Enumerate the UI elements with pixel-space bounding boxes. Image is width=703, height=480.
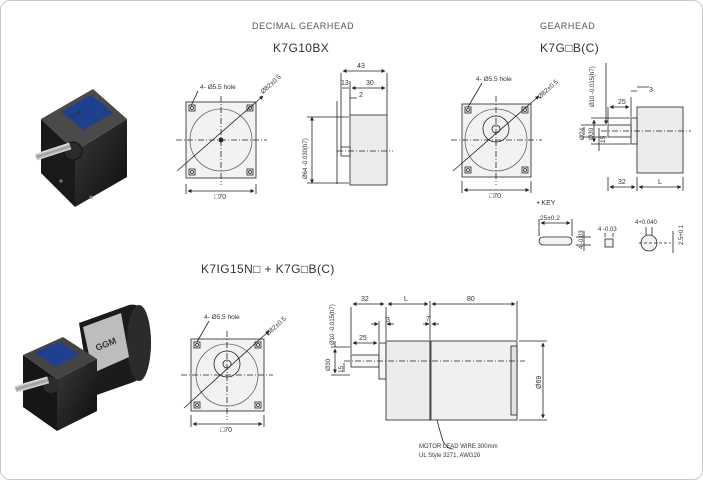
gearhead-model-label: K7G□B(C) <box>540 41 600 55</box>
gearhead-heading: GEARHEAD <box>540 21 596 31</box>
gearhead-square-label: □70 <box>489 193 501 200</box>
motor-dim-69: Ø69 <box>536 376 543 389</box>
decimal-dim-43: 43 <box>357 63 365 70</box>
gearhead-dim-24: Ø24 <box>579 127 586 140</box>
gearhead-dim-30: Ø30 <box>588 127 595 140</box>
gearhead-hole-label: 4- Ø5.5 hole <box>476 76 512 83</box>
key-heading: • KEY <box>537 200 556 207</box>
motor-dim-15: 15 <box>338 365 345 373</box>
motor-shaft-label: Ø10 -0.015(h7) <box>330 304 336 345</box>
decimal-gearhead-heading: DECIMAL GEARHEAD <box>252 21 355 31</box>
decimal-dim-2: 2 <box>359 92 363 99</box>
gearhead-shaft-label: Ø10 -0.015(h7) <box>590 66 596 107</box>
geared-motor-photo: GGM <box>14 304 151 431</box>
gearhead-dim-15: 15 <box>600 135 607 143</box>
gearhead-front-view <box>451 82 542 193</box>
decimal-square-label: □70 <box>214 194 226 201</box>
svg-text:GGM: GGM <box>69 110 82 121</box>
motor-dim-3: 3 <box>386 317 390 324</box>
motor-dim-25: 25 <box>359 335 367 342</box>
motor-wire-spec-label: UL Style 3271, AWG20 <box>419 453 481 459</box>
motor-dim-l: L <box>404 296 408 303</box>
decimal-gearhead-side-view <box>307 69 393 186</box>
decimal-gearhead-front-view <box>176 90 267 194</box>
gearhead-pcd-label: Ø82±0.5 <box>537 78 560 100</box>
motor-combo-model-label: K7IG15N□ + K7G□B(C) <box>201 262 335 276</box>
key-details <box>538 219 674 253</box>
decimal-dim-30: 30 <box>366 80 374 87</box>
motor-hole-label: 4- Ø5.5 hole <box>204 314 240 321</box>
gearhead-dim-3: 3 <box>649 87 653 94</box>
decimal-dim-13: 13 <box>341 80 349 87</box>
motor-dim-30: Ø30 <box>325 358 332 371</box>
gearhead-dim-25: 25 <box>618 99 626 106</box>
motor-square-label: □70 <box>220 427 232 434</box>
key-slot-depth-label: 2.5+0.1 <box>679 224 685 245</box>
motor-pcd-label: Ø82±0.5 <box>265 315 288 337</box>
motor-combo-front-view <box>181 320 273 427</box>
gearhead-side-view <box>581 63 691 191</box>
gearhead-dim-l: L <box>658 179 662 186</box>
motor-dim-80: 80 <box>467 296 475 303</box>
decimal-shaft-label: Ø64 -0.030(h7) <box>303 138 309 179</box>
decimal-pcd-label: Ø82±0.5 <box>260 73 283 95</box>
key-height-label: 4 -0.03 <box>579 230 585 249</box>
decimal-model-label: K7G10BX <box>273 41 330 55</box>
key-width-label: 4 -0.03 <box>598 227 617 233</box>
motor-dim-7: 7 <box>426 316 430 323</box>
key-slot-width-label: 4+0.040 <box>635 220 658 226</box>
motor-dim-32: 32 <box>361 296 369 303</box>
gearhead-dim-32: 32 <box>618 179 626 186</box>
gearhead-photo: GGM <box>34 89 127 207</box>
motor-combo-side-view <box>331 301 547 450</box>
key-length-label: 25±0.2 <box>540 215 560 222</box>
motor-lead-wire-label: MOTOR LEAD WIRE 300mm <box>419 444 498 450</box>
decimal-hole-label: 4- Ø5.5 hole <box>200 84 236 91</box>
